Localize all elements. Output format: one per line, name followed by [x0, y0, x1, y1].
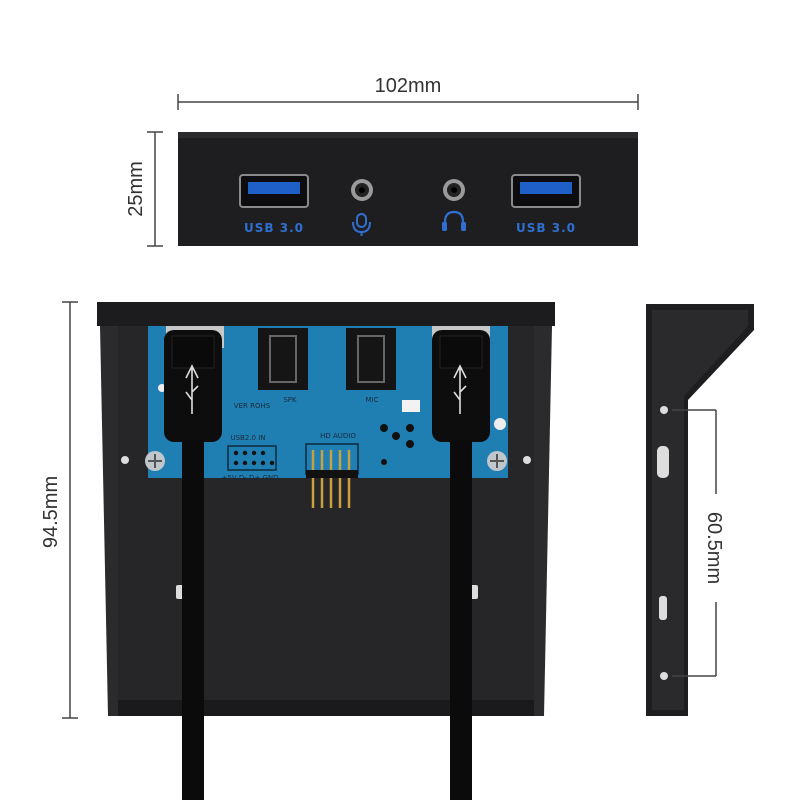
headphone-jack [442, 179, 466, 231]
microphone-icon [352, 213, 371, 236]
hd-audio-header [305, 443, 359, 508]
usb-port-left: USB 3.0 [239, 174, 309, 235]
total-height-label: 94.5mm [40, 476, 62, 548]
usb-port-right-label: USB 3.0 [516, 221, 576, 235]
spk-jack [258, 328, 308, 390]
back-view: SPK MIC VER ROHS HD AUDIO USB2.0 IN +5V … [97, 302, 555, 800]
spk-label: SPK [283, 396, 297, 404]
screw-left [145, 451, 165, 471]
hole-spacing-dimension: 60.5mm [672, 409, 725, 677]
front-height-dimension: 25mm [125, 131, 163, 247]
ver-label: VER ROHS [234, 402, 271, 410]
pin-label: +5V D- D+ GND [221, 474, 278, 482]
mic-jack [351, 179, 373, 236]
usb2-header [227, 445, 277, 471]
mic-label: MIC [366, 396, 379, 404]
usb-port-left-label: USB 3.0 [244, 221, 304, 235]
side-view [646, 304, 754, 716]
width-label: 102mm [375, 75, 442, 97]
hd-audio-label: HD AUDIO [320, 432, 356, 440]
front-height-label: 25mm [125, 161, 147, 217]
usb2-label: USB2.0 IN [230, 434, 265, 442]
mic-jack-pcb [346, 328, 396, 390]
usb-cable-right [432, 330, 490, 800]
usb-cable-left [164, 330, 222, 800]
front-panel: USB 3.0 [178, 132, 638, 246]
width-dimension: 102mm [177, 75, 639, 110]
usb-port-right: USB 3.0 [511, 174, 581, 235]
hole-spacing-label: 60.5mm [703, 512, 725, 584]
screw-right [487, 451, 507, 471]
headphone-icon [442, 210, 466, 231]
total-height-dimension: 94.5mm [40, 301, 78, 719]
